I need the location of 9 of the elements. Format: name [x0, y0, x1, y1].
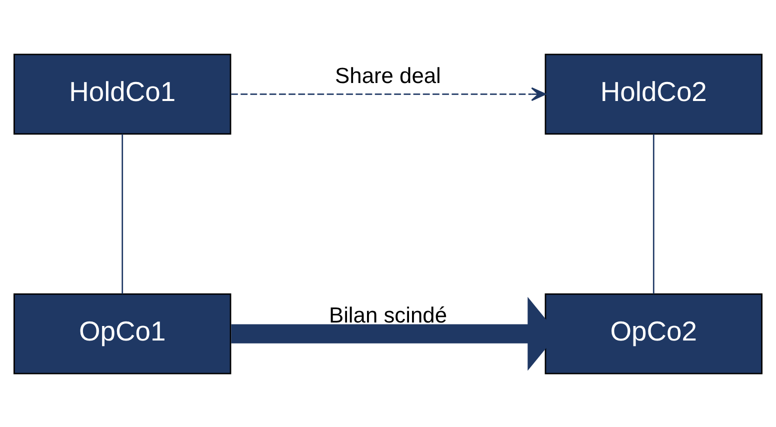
edge-label: Share deal: [335, 62, 441, 88]
node-box: HoldCo1: [14, 53, 232, 134]
node-box: OpCo2: [544, 292, 762, 374]
edge-label: Bilan scindé: [328, 302, 448, 328]
node-box: OpCo1: [14, 292, 232, 374]
connector: [652, 134, 654, 294]
connector: [122, 134, 124, 294]
node-box: HoldCo2: [544, 53, 762, 134]
arrow: [231, 86, 546, 101]
